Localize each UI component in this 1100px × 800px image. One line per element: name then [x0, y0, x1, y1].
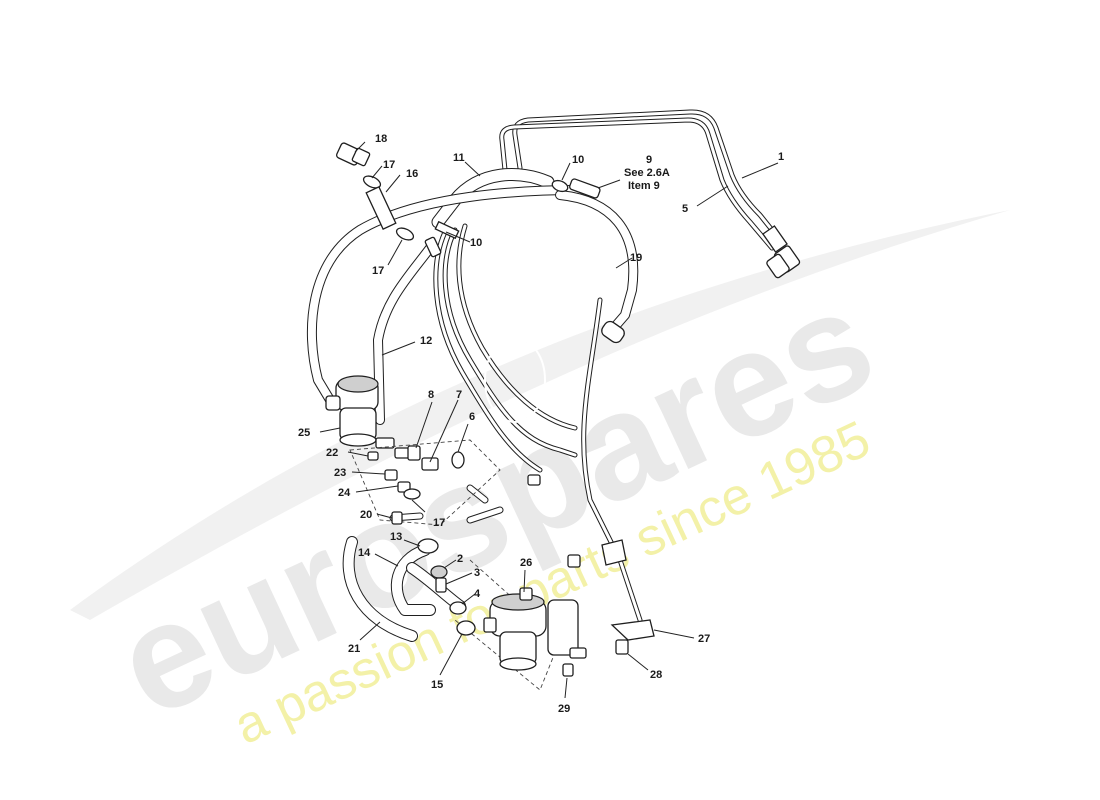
- callout-labels: 1 2 3 4 5 6 7 8 10 10 11 12 13 14 15 16 …: [298, 133, 784, 715]
- callout-6: 6: [469, 411, 475, 423]
- callout-5: 5: [682, 203, 688, 215]
- clip-4: [449, 601, 467, 615]
- callout-15: 15: [431, 679, 443, 691]
- fitting-23: [384, 469, 398, 481]
- bolt-28: [615, 639, 629, 655]
- callout-18: 18: [375, 133, 387, 145]
- pipe-connector: [762, 225, 788, 253]
- callout-20: 20: [360, 509, 372, 521]
- air-pump-26: [483, 587, 587, 671]
- clip-17-upper: [362, 175, 382, 189]
- note-see-line: See 2.6A: [624, 167, 670, 179]
- callout-29: 29: [558, 703, 570, 715]
- callout-27: 27: [698, 633, 710, 645]
- callout-1: 1: [778, 151, 784, 163]
- note-item-line: Item 9: [628, 180, 660, 192]
- pipe-16: [365, 186, 397, 230]
- callout-19: 19: [630, 252, 642, 264]
- clip-13: [417, 538, 439, 554]
- fittings: [325, 142, 655, 691]
- callout-14: 14: [358, 547, 371, 559]
- callout-10-upper: 10: [572, 154, 584, 166]
- fitting-8: [394, 447, 410, 459]
- callout-4: 4: [474, 588, 481, 600]
- clip-10-upper: [551, 179, 569, 193]
- callout-24: 24: [338, 487, 351, 499]
- leader-lines: [319, 141, 779, 699]
- fitting-20: [391, 511, 403, 525]
- callout-7: 7: [456, 389, 462, 401]
- clip-17-mid: [395, 227, 415, 241]
- bolt-29: [562, 663, 574, 677]
- clip-10-lower: [434, 220, 460, 240]
- bracket-27: [610, 619, 655, 641]
- callout-23: 23: [334, 467, 346, 479]
- clip-6: [451, 451, 465, 469]
- callout-28: 28: [650, 669, 662, 681]
- fitting-3: [435, 577, 447, 593]
- callout-12: 12: [420, 335, 432, 347]
- callout-13: 13: [390, 531, 402, 543]
- fitting-7: [421, 457, 439, 471]
- callout-17-lower: 17: [433, 517, 445, 529]
- callout-9: 9: [646, 154, 652, 166]
- callout-16: 16: [406, 168, 418, 180]
- fitting-22: [367, 451, 379, 461]
- callout-2: 2: [457, 553, 463, 565]
- pipe-1-5: [499, 109, 783, 251]
- hose-19-end: [601, 320, 625, 344]
- callout-26: 26: [520, 557, 532, 569]
- valve-25: [325, 375, 379, 447]
- callout-22: 22: [326, 447, 338, 459]
- callout-3: 3: [474, 567, 480, 579]
- callout-8: 8: [428, 389, 434, 401]
- clip-17-lower: [403, 488, 421, 500]
- callout-17-upper: 17: [383, 159, 395, 171]
- callout-25: 25: [298, 427, 310, 439]
- callout-10-lower: 10: [470, 237, 482, 249]
- callout-11: 11: [453, 152, 465, 164]
- clip-15: [456, 620, 476, 636]
- pipe-connector: [766, 253, 790, 279]
- callout-17-mid: 17: [372, 265, 384, 277]
- callout-21: 21: [348, 643, 360, 655]
